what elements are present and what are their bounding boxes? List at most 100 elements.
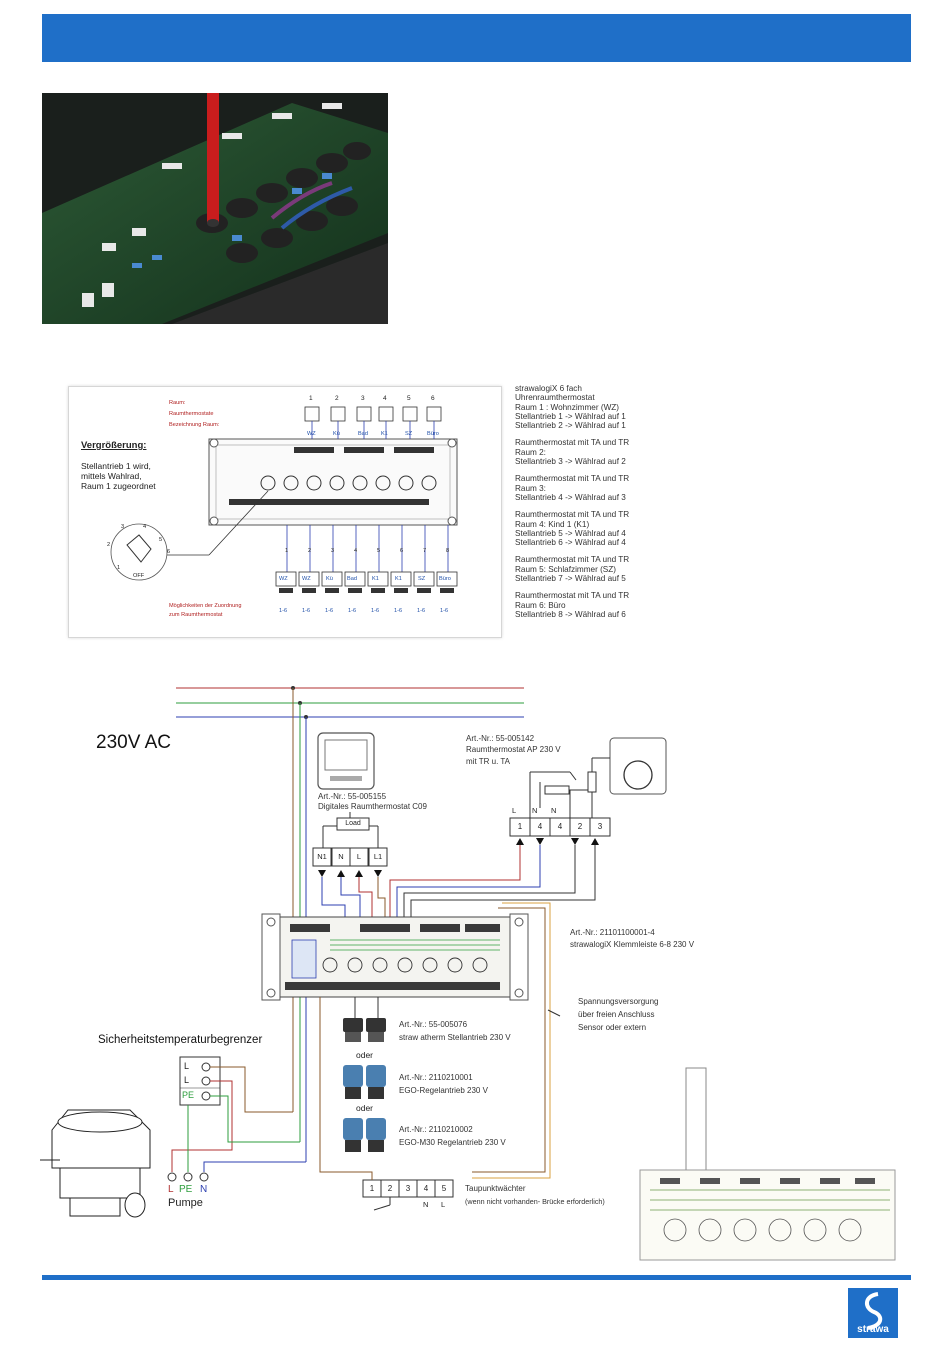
c09-art-number: Art.-Nr.: 55-005155 — [318, 792, 387, 801]
actuator-number: 6 — [400, 548, 404, 554]
dewpoint-sub: N — [423, 1200, 429, 1209]
load-label: Load — [345, 820, 361, 827]
bezeichnung-label: Bezeichnung Raum: — [169, 422, 220, 428]
room-assignment-drawing — [110, 406, 458, 593]
actuator3-name: EGO-M30 Regelantrieb 230 V — [399, 1138, 506, 1147]
voltage-label: 230V AC — [96, 732, 171, 753]
room-number: 6 — [431, 395, 435, 402]
assignment-value: 1-6 — [302, 608, 311, 614]
dewpoint-terminal: 4 — [423, 1184, 429, 1193]
actuator1-name: straw atherm Stellantrieb 230 V — [399, 1033, 511, 1042]
ap-terminal: 4 — [557, 822, 563, 831]
dial-number: 3 — [121, 524, 125, 530]
footer-bar — [42, 1275, 911, 1280]
legend-line: Stellantrieb 1 -> Wählrad auf 1 — [515, 411, 626, 421]
room-name: Bad — [358, 431, 368, 437]
assignment-value: 1-6 — [440, 608, 449, 614]
room-number: 1 — [309, 395, 313, 402]
actuator3-art-number: Art.-Nr.: 2110210002 — [399, 1125, 473, 1134]
c09-name: Digitales Raumthermostat C09 — [318, 802, 427, 811]
moeglichkeiten-label: zum Raumthermostat — [169, 612, 223, 618]
legend-line: Raum 3: — [515, 483, 546, 493]
room-name: Büro — [427, 431, 439, 437]
legend-line: Raumthermostat mit TA und TR — [515, 591, 630, 601]
actuator-name: Büro — [439, 576, 451, 582]
dewpoint-terminal: 5 — [441, 1184, 447, 1193]
pcb-photo — [42, 93, 388, 324]
assignment-value: 1-6 — [325, 608, 334, 614]
actuator-number: 2 — [308, 548, 312, 554]
ap-terminal: 4 — [537, 822, 543, 831]
ap-name: Raumthermostat AP 230 V — [466, 745, 561, 754]
dewpoint-terminal: 3 — [405, 1184, 411, 1193]
ap-sub: mit TR u. TA — [466, 757, 511, 766]
legend-line: strawalogiX 6 fach — [515, 384, 582, 393]
dewpoint-note: (wenn nicht vorhanden- Brücke erforderli… — [465, 1197, 605, 1206]
supply-line: über freien Anschluss — [578, 1010, 655, 1019]
ap-terminal: 2 — [577, 822, 583, 831]
legend-line: Raum 6: Büro — [515, 600, 566, 610]
stb-terminal: L — [184, 1061, 190, 1071]
dial-number: 6 — [167, 549, 171, 555]
actuator-number: 8 — [446, 548, 450, 554]
strip-name: strawalogiX Klemmleiste 6-8 230 V — [570, 940, 695, 949]
assignment-legend: strawalogiX 6 fach Uhrenraumthermostat R… — [515, 384, 635, 619]
actuator2-name: EGO-Regelantrieb 230 V — [399, 1086, 488, 1095]
logo-text: strawa — [857, 1324, 889, 1335]
actuator-number: 7 — [423, 548, 427, 554]
dewpoint-sub: L — [441, 1200, 446, 1209]
actuator-name: Kü — [326, 576, 333, 582]
header-bar — [42, 14, 911, 62]
room-name: Kü — [333, 431, 340, 437]
room-number: 5 — [407, 395, 411, 402]
assignment-value: 1-6 — [279, 608, 288, 614]
pump-term-l: L — [168, 1184, 174, 1195]
assignment-value: 1-6 — [371, 608, 380, 614]
dial-number: 2 — [107, 542, 111, 548]
legend-line: Stellantrieb 2 -> Wählrad auf 1 — [515, 421, 626, 431]
ap-top-label: L — [512, 806, 517, 815]
actuator-name: K1 — [395, 576, 402, 582]
room-assignment-diagram: Raum: Raumthermostate Bezeichnung Raum: … — [68, 386, 502, 638]
legend-line: Stellantrieb 6 -> Wählrad auf 4 — [515, 538, 626, 548]
ap-top-label: N — [551, 806, 557, 815]
actuator-number: 3 — [331, 548, 335, 554]
legend-line: Raum 2: — [515, 447, 546, 457]
pump-label: Pumpe — [168, 1197, 203, 1209]
pcb-photo-illustration — [42, 93, 388, 324]
vergroesserung-heading: Vergrößerung: — [81, 440, 147, 451]
logo-s-icon — [865, 1292, 883, 1330]
actuator-number: 5 — [377, 548, 381, 554]
pump-term-n: N — [200, 1184, 208, 1195]
raumthermostate-label: Raumthermostate — [169, 411, 214, 417]
dewpoint-terminal: 2 — [387, 1184, 393, 1193]
supply-line: Sensor oder extern — [578, 1023, 647, 1032]
legend-line: Stellantrieb 8 -> Wählrad auf 6 — [515, 609, 626, 619]
oder-label: oder — [356, 1103, 374, 1113]
dial-number: 4 — [143, 524, 147, 530]
ap-terminal: 3 — [597, 822, 603, 831]
note-line: Stellantrieb 1 wird, — [81, 461, 151, 471]
actuator-icons — [343, 1018, 386, 1152]
c09-terminal: L1 — [373, 852, 383, 861]
legend-line: Raumthermostat mit TA und TR — [515, 510, 630, 520]
dewpoint-name: Taupunktwächter — [465, 1184, 526, 1193]
dial-number: 1 — [117, 565, 121, 571]
actuator-number: 4 — [354, 548, 358, 554]
legend-line: Raumthermostat mit TA und TR — [515, 474, 630, 484]
legend-line: Raum 4: Kind 1 (K1) — [515, 519, 590, 529]
ap-terminal: 1 — [517, 822, 523, 831]
actuator1-art-number: Art.-Nr.: 55-005076 — [399, 1020, 468, 1029]
room-name: SZ — [405, 431, 413, 437]
ap-top-label: N — [532, 806, 538, 815]
supply-line: Spannungsversorgung — [578, 997, 659, 1006]
note-line: Raum 1 zugeordnet — [81, 481, 156, 491]
pump-illustration — [40, 1109, 151, 1218]
dial-number: 5 — [159, 537, 163, 543]
legend-line: Raum 5: Schlafzimmer (SZ) — [515, 564, 616, 574]
dial-off-label: OFF — [133, 573, 145, 579]
room-number: 4 — [383, 395, 387, 402]
legend-line: Raumthermostat mit TA und TR — [515, 438, 630, 448]
pump-term-pe: PE — [179, 1184, 193, 1195]
